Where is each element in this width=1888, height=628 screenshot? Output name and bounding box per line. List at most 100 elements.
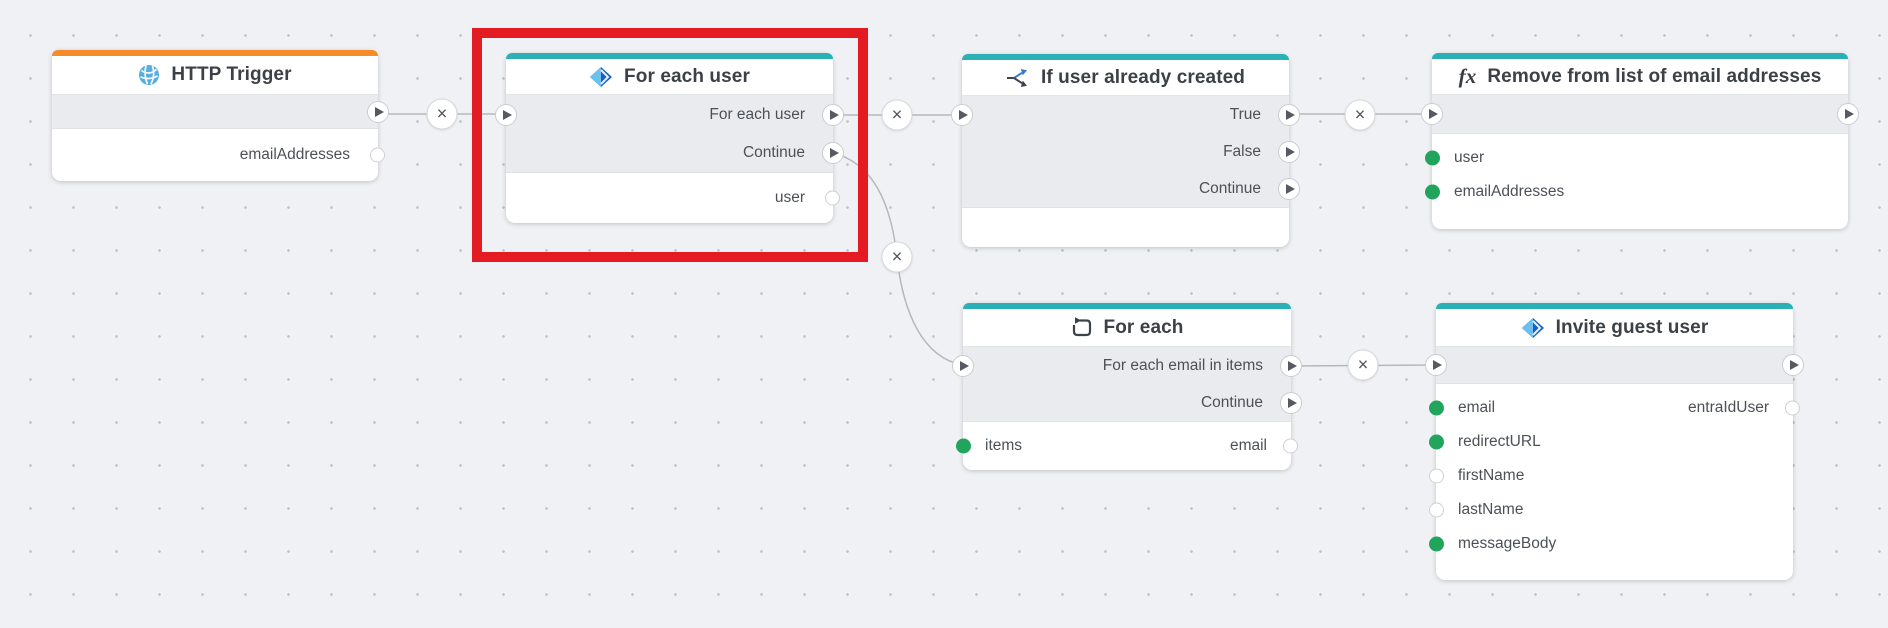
port-row: emailAddresses <box>52 129 385 181</box>
exec-output-connector[interactable] <box>1280 392 1302 414</box>
data-input-port[interactable] <box>1425 184 1440 200</box>
node-remove-from-list[interactable]: fx Remove from list of email addresses u… <box>1421 53 1859 229</box>
exec-output-label: True <box>1229 105 1261 123</box>
port-row: items email <box>956 422 1298 470</box>
input-port-label: redirectURL <box>1458 433 1541 450</box>
logic-app-diamond-icon <box>589 66 613 88</box>
exec-output-connector[interactable] <box>822 142 844 164</box>
output-port-label: user <box>774 189 805 206</box>
exec-row: False <box>962 133 1300 170</box>
exec-output-label: For each email in items <box>1102 357 1263 374</box>
port-row: lastName <box>1429 493 1793 527</box>
x-icon: × <box>891 246 903 267</box>
node-for-each-user[interactable]: For each user For each user Continue use… <box>495 53 844 223</box>
play-icon <box>1286 183 1295 194</box>
node-for-each[interactable]: For each For each email in items Continu… <box>952 303 1302 470</box>
play-icon <box>375 106 384 117</box>
exec-output-connector[interactable] <box>1278 140 1300 163</box>
play-icon <box>960 361 969 371</box>
connection-delete-button[interactable]: × <box>881 241 913 273</box>
port-row: emailAddresses <box>1425 175 1848 209</box>
play-icon <box>1429 109 1438 119</box>
exec-row: Continue <box>506 134 844 172</box>
exec-row: True <box>951 96 1300 133</box>
data-output-port[interactable] <box>825 190 840 206</box>
exec-output-connector[interactable] <box>1837 103 1859 125</box>
port-row: email entraIdUser <box>1429 391 1800 425</box>
connection-delete-button[interactable]: × <box>881 99 913 131</box>
accent-bar <box>1432 53 1848 59</box>
input-port-label: items <box>985 437 1023 454</box>
data-output-port[interactable] <box>1785 400 1800 416</box>
exec-row <box>1425 347 1804 383</box>
play-icon <box>1433 360 1442 370</box>
empty-port-area <box>962 208 1289 248</box>
exec-row <box>52 95 389 128</box>
exec-row <box>1421 95 1859 133</box>
data-input-port[interactable] <box>1425 150 1440 166</box>
x-icon: × <box>1357 354 1369 375</box>
node-title: If user already created <box>1040 66 1246 88</box>
accent-bar <box>963 303 1291 309</box>
input-port-label: messageBody <box>1458 535 1557 552</box>
exec-output-connector[interactable] <box>367 100 389 123</box>
exec-input-connector[interactable] <box>495 103 517 126</box>
accent-bar <box>962 54 1289 60</box>
exec-output-label: False <box>1223 142 1261 160</box>
data-input-port[interactable] <box>1429 536 1444 552</box>
data-output-port[interactable] <box>370 147 385 163</box>
node-title: HTTP Trigger <box>171 64 292 85</box>
node-title: Remove from list of email addresses <box>1487 65 1822 87</box>
play-icon <box>1845 109 1854 119</box>
data-input-port[interactable] <box>956 438 971 454</box>
node-title: For each user <box>624 65 750 87</box>
connection-delete-button[interactable]: × <box>426 98 458 130</box>
logic-app-diamond-icon <box>1521 317 1545 339</box>
exec-row: For each email in items <box>952 347 1302 385</box>
play-icon <box>830 148 839 158</box>
exec-input-connector[interactable] <box>1421 103 1443 125</box>
data-input-port[interactable] <box>1429 400 1444 416</box>
exec-output-connector[interactable] <box>1280 355 1302 377</box>
play-icon <box>1286 109 1295 120</box>
exec-input-connector[interactable] <box>952 355 974 377</box>
exec-input-connector[interactable] <box>1425 354 1447 376</box>
output-port-label: email <box>1229 437 1267 454</box>
data-input-port[interactable] <box>1429 468 1444 484</box>
connection-delete-button[interactable]: × <box>1347 349 1379 381</box>
port-row: user <box>1425 141 1848 175</box>
exec-input-connector[interactable] <box>951 103 973 126</box>
input-port-label: firstName <box>1458 467 1525 484</box>
play-icon <box>1288 398 1297 408</box>
port-row: messageBody <box>1429 527 1793 561</box>
exec-output-connector[interactable] <box>1278 177 1300 200</box>
accent-bar <box>1436 303 1793 309</box>
x-icon: × <box>891 104 903 125</box>
node-title: Invite guest user <box>1555 316 1709 338</box>
node-invite-guest-user[interactable]: Invite guest user email entraIdUser redi… <box>1425 303 1804 580</box>
exec-output-label: Continue <box>1198 179 1261 197</box>
node-title: For each <box>1103 316 1184 338</box>
connection-delete-button[interactable]: × <box>1344 99 1376 131</box>
accent-bar <box>52 50 378 56</box>
input-port-label: lastName <box>1458 501 1524 518</box>
exec-output-connector[interactable] <box>822 103 844 126</box>
exec-row: Continue <box>963 385 1302 421</box>
node-http-trigger[interactable]: HTTP Trigger emailAddresses <box>52 50 389 181</box>
play-icon <box>503 109 512 120</box>
exec-output-connector[interactable] <box>1782 354 1804 376</box>
node-if-user-already-created[interactable]: If user already created True False Conti… <box>951 54 1300 248</box>
fx-function-icon: fx <box>1458 64 1477 88</box>
branch-icon <box>1006 68 1030 88</box>
exec-output-label: For each user <box>709 105 805 123</box>
exec-output-connector[interactable] <box>1278 103 1300 126</box>
play-icon <box>1288 361 1297 371</box>
port-row: firstName <box>1429 459 1793 493</box>
data-output-port[interactable] <box>1283 438 1298 454</box>
output-port-label: entraIdUser <box>1688 399 1769 416</box>
port-row: redirectURL <box>1429 425 1793 459</box>
play-icon <box>830 109 839 120</box>
data-input-port[interactable] <box>1429 434 1444 450</box>
data-input-port[interactable] <box>1429 502 1444 518</box>
